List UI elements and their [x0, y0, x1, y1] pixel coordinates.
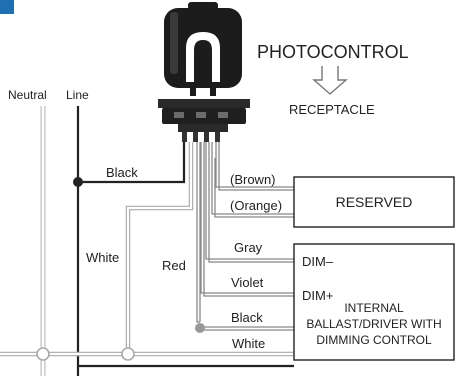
neutral-junction-1	[36, 347, 50, 361]
receptacle-body	[158, 99, 250, 142]
line-junction	[73, 177, 83, 187]
violet-label: Violet	[231, 275, 264, 290]
reserved-box	[293, 176, 455, 228]
brown-label: (Brown)	[230, 172, 276, 187]
black-wire-line	[78, 142, 186, 184]
gray-wire	[205, 142, 294, 263]
dim-plus-label: DIM+	[302, 288, 333, 303]
down-arrow-icon	[312, 66, 348, 95]
black-wire-ballast	[200, 326, 294, 331]
ballast-line-2: BALLAST/DRIVER WITH	[306, 317, 441, 331]
violet-wire	[200, 142, 294, 297]
diagram-subtitle: RECEPTACLE	[289, 102, 375, 117]
reserved-label: RESERVED	[336, 194, 413, 210]
black-bottom-label: Black	[231, 310, 263, 325]
ballast-line-1: INTERNAL	[344, 301, 404, 315]
black-top-label: Black	[106, 165, 138, 180]
white-bottom-label: White	[232, 336, 265, 351]
line-label: Line	[66, 88, 89, 102]
neutral-junction-2	[121, 347, 135, 361]
orange-wire	[211, 142, 294, 218]
red-wire	[196, 142, 201, 323]
neutral-label: Neutral	[8, 88, 47, 102]
corner-accent	[0, 0, 14, 14]
photocontrol-device-icon	[164, 2, 242, 96]
dim-minus-label: DIM–	[302, 254, 334, 269]
ballast-box	[293, 243, 455, 361]
red-black-junction	[195, 323, 205, 333]
white-left-label: White	[86, 250, 119, 265]
gray-label: Gray	[234, 240, 263, 255]
brown-wire	[215, 142, 294, 191]
ballast-line-3: DIMMING CONTROL	[316, 333, 432, 347]
red-label: Red	[162, 258, 186, 273]
orange-label: (Orange)	[230, 198, 282, 213]
diagram-title: PHOTOCONTROL	[257, 42, 409, 62]
